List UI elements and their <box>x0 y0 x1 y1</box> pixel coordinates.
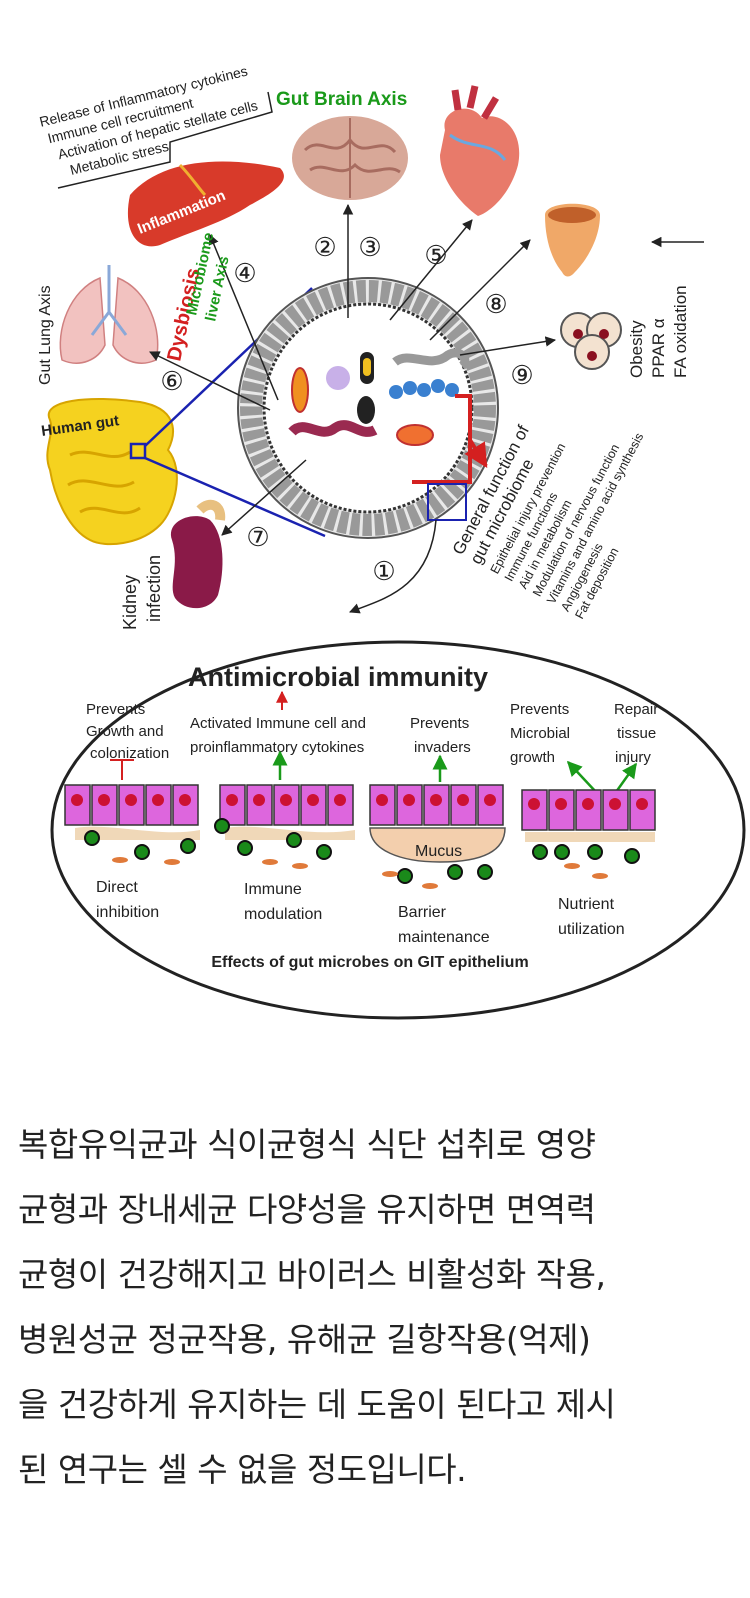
heart-icon <box>440 85 520 216</box>
korean-caption: 복합유익균과 식이균형식 식단 섭취로 영양 균형과 장내세균 다양성을 유지하… <box>18 1125 616 1489</box>
brain-icon <box>292 116 408 200</box>
bladder-icon <box>545 203 600 277</box>
microbes <box>288 348 470 446</box>
lungs-icon <box>59 265 159 364</box>
effects-caption: Effects of gut microbes on GIT epitheliu… <box>211 954 528 971</box>
immune-modulation-label: modulation <box>244 906 322 923</box>
epithelium-panel-4 <box>521 789 656 864</box>
zoom-line-bottom <box>144 456 326 538</box>
number-5: ⑤ <box>424 240 447 270</box>
gut-microbiome-diagram: Release of Inflammatory cytokines Immune… <box>37 63 746 1020</box>
panel1-label: Growth and <box>86 723 164 740</box>
mucus-layer <box>369 827 506 863</box>
panel1-label: colonization <box>90 745 169 762</box>
kidney-label: Kidney <box>120 575 140 630</box>
function-arrow <box>464 438 488 469</box>
human-gut-icon <box>46 398 178 546</box>
panel4a-label: Prevents <box>510 701 569 718</box>
barrier-maintenance-label: Barrier <box>398 904 447 921</box>
direct-inhibition-label: Direct <box>96 879 138 896</box>
food-particles <box>112 857 608 889</box>
number-1: ① <box>372 556 395 586</box>
epithelium-zoom-box <box>427 483 467 521</box>
obesity-label: Obesity <box>627 320 646 378</box>
kidney-icon <box>170 499 226 609</box>
number-6: ⑥ <box>160 366 183 396</box>
panel3-label: Prevents <box>410 715 469 732</box>
fat-cells-icon <box>560 312 622 370</box>
epithelium-panel-2 <box>214 784 355 860</box>
panel1-label: Prevents <box>86 701 145 718</box>
panel-top-labels: Prevents Growth and colonization Activat… <box>86 701 658 766</box>
fa-oxidation-label: FA oxidation <box>671 285 690 378</box>
epithelium-panel-1 <box>64 784 200 860</box>
panel4a-label: Microbial <box>510 725 570 742</box>
number-9: ⑨ <box>510 360 533 390</box>
infection-label: infection <box>144 555 164 622</box>
ppar-label: PPAR α <box>649 318 668 378</box>
panel4b-label: Repair <box>614 701 658 718</box>
antimicrobial-title: Antimicrobial immunity <box>188 662 488 692</box>
immune-modulation-label: Immune <box>244 881 302 898</box>
number-7: ⑦ <box>246 522 269 552</box>
panel4b-label: tissue <box>617 725 656 742</box>
axis-arrows <box>149 203 557 614</box>
panel2-label: Activated Immune cell and <box>190 715 366 732</box>
mucus-label: Mucus <box>415 843 462 860</box>
signal-arrows <box>110 750 638 793</box>
gut-brain-axis-label: Gut Brain Axis <box>276 89 407 110</box>
liver-icon <box>127 161 284 247</box>
pathway-numbers: ① ② ③ ④ ⑤ ⑥ ⑦ ⑧ ⑨ <box>160 232 533 586</box>
direct-inhibition-label: inhibition <box>96 904 159 921</box>
gut-lung-axis-label: Gut Lung Axis <box>37 285 54 385</box>
gut-zoom-box <box>129 442 147 460</box>
number-2: ② <box>313 232 336 262</box>
number-8: ⑧ <box>484 289 507 319</box>
function-bracket <box>412 394 472 484</box>
panel3-label: invaders <box>414 739 471 756</box>
barrier-maintenance-label: maintenance <box>398 929 490 946</box>
panel-bottom-labels: Direct inhibition Immune modulation Barr… <box>96 879 625 946</box>
epithelium-panel-3 <box>369 784 506 884</box>
nutrient-utilization-label: Nutrient <box>558 896 615 913</box>
panel4b-label: injury <box>615 749 651 766</box>
obesity-labels: Obesity PPAR α FA oxidation <box>627 285 690 378</box>
list-bracket <box>57 91 273 189</box>
panel2-label: proinflammatory cytokines <box>190 739 364 756</box>
panel4a-label: growth <box>510 749 555 766</box>
number-3: ③ <box>358 232 381 262</box>
nutrient-utilization-label: utilization <box>558 921 625 938</box>
number-4: ④ <box>233 258 256 288</box>
